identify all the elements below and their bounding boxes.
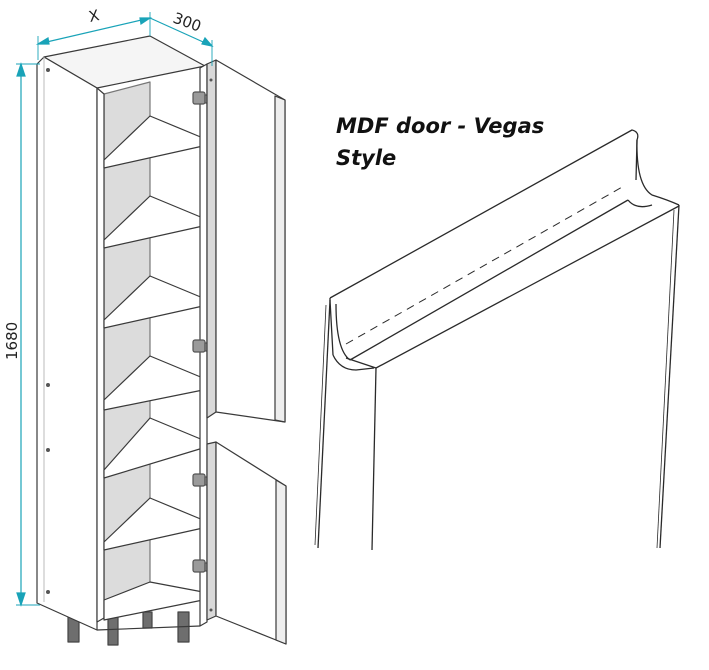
lower-door — [206, 441, 287, 645]
width-dimension-label: X — [87, 6, 101, 26]
tall-cabinet — [36, 35, 287, 646]
depth-dimension-label: 300 — [171, 9, 204, 36]
cabinet-inner-wall — [96, 87, 105, 623]
upper-door — [206, 59, 286, 423]
cabinet-left-side — [36, 56, 98, 631]
leg-back-right — [142, 611, 153, 629]
caption-line-1: MDF door - Vegas — [336, 114, 545, 138]
caption-line-2: Style — [336, 146, 397, 170]
door-caption: MDF door - Vegas Style — [336, 110, 576, 174]
cabinet-shelves — [103, 115, 204, 621]
dimension-lines — [16, 12, 214, 607]
height-dimension-label: 1680 — [3, 322, 21, 360]
mdf-door-profile — [314, 129, 680, 551]
